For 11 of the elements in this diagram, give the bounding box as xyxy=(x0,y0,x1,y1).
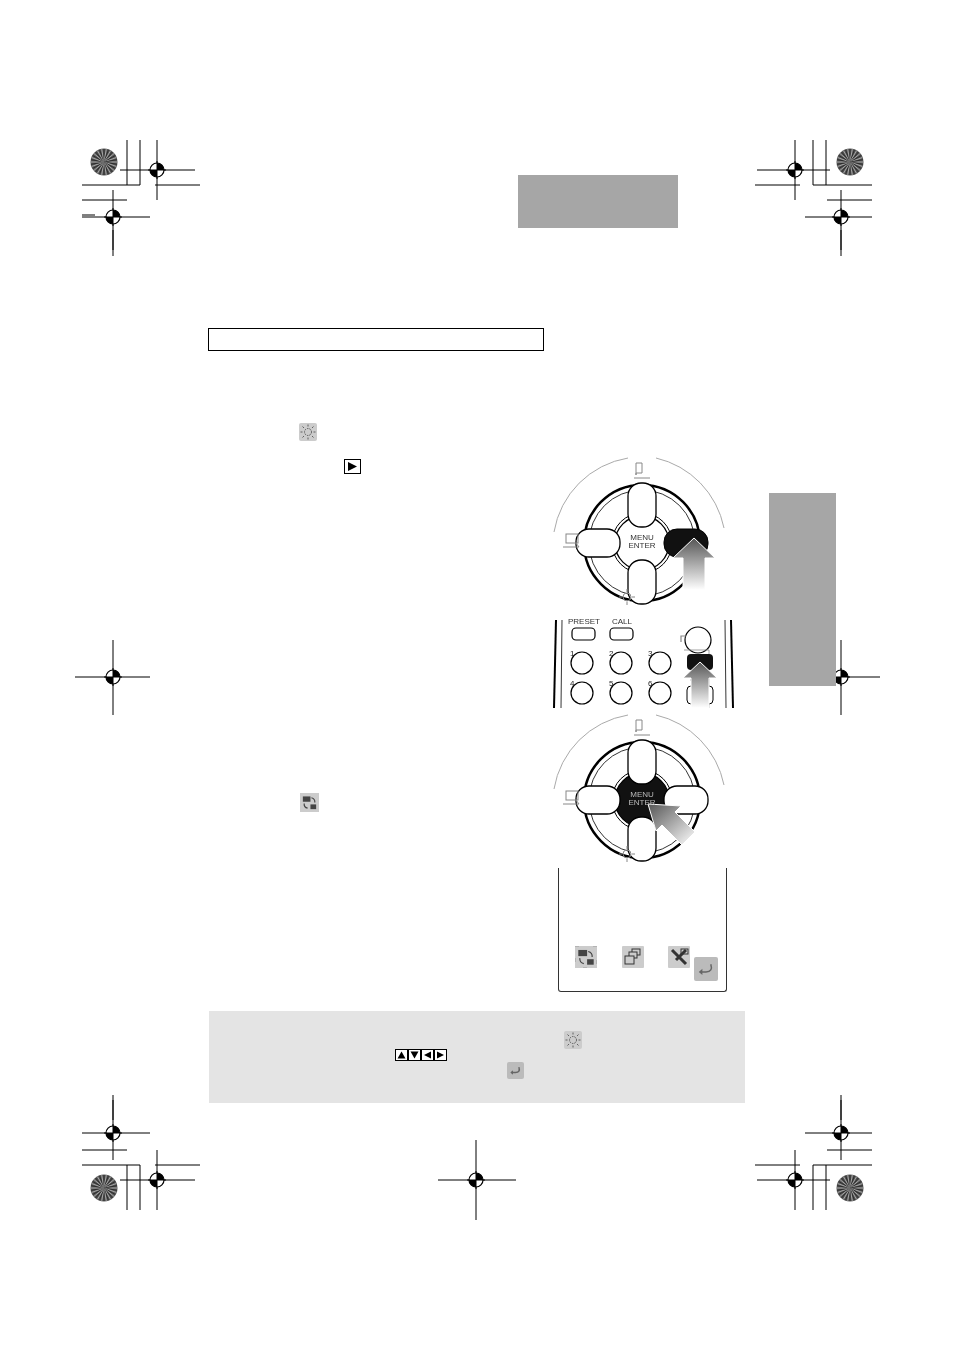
button-label: 3 xyxy=(648,650,654,659)
side-tab xyxy=(769,493,836,686)
button-label: 1 xyxy=(570,650,576,659)
button-label: MENU ENTER xyxy=(627,791,657,808)
button-label: PRESET xyxy=(567,618,601,627)
button-label: 6 xyxy=(648,680,654,689)
button-label: CALL xyxy=(611,618,633,627)
button-label: MENU ENTER xyxy=(627,534,657,551)
button-label: 2 xyxy=(609,650,615,659)
button-label: 4 xyxy=(570,680,576,689)
button-label: 5 xyxy=(609,680,615,689)
